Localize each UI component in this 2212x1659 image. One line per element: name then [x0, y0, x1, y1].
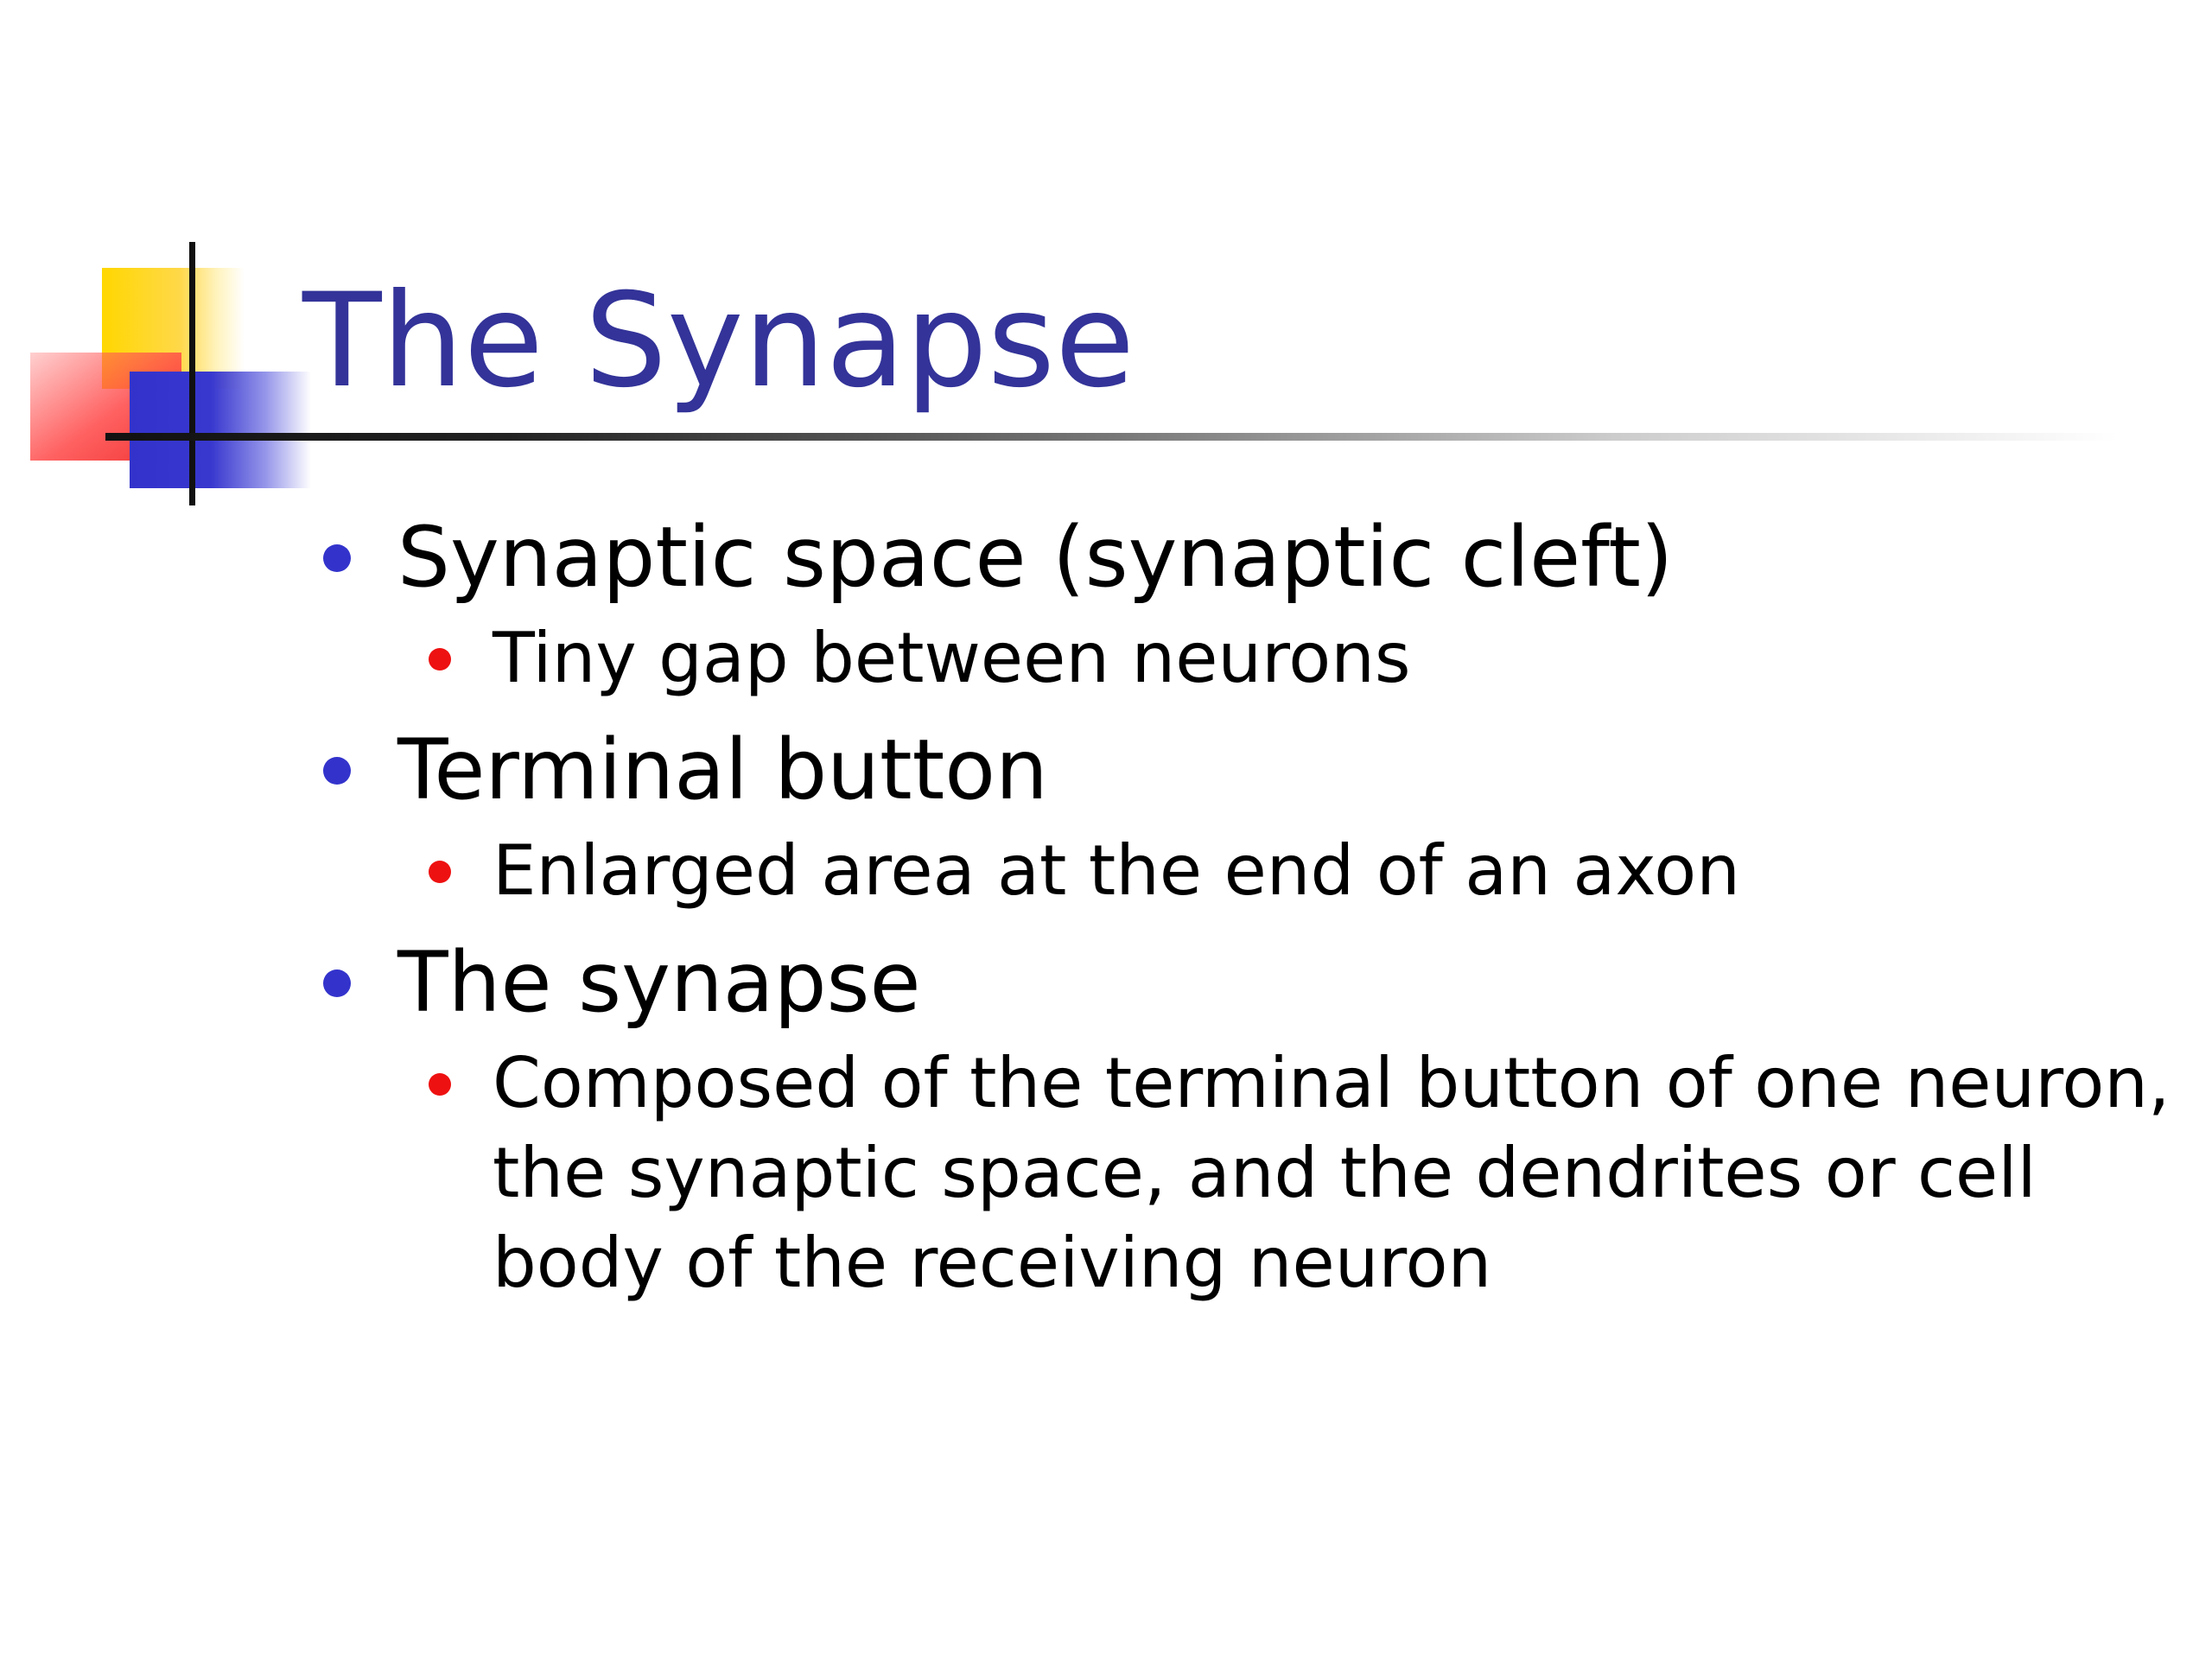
bullet-item: Synaptic space (synaptic cleft) — [311, 501, 2169, 613]
bullet-text: The synapse — [397, 934, 921, 1031]
bullet-text: Terminal button — [397, 721, 1048, 818]
decorative-logo — [26, 242, 320, 510]
sub-bullet-dot-icon — [429, 861, 451, 883]
sub-bullet-dot-icon — [429, 648, 451, 671]
bullet-dot-icon — [323, 757, 351, 785]
bullet-text: Synaptic space (synaptic cleft) — [397, 509, 1674, 606]
sub-bullet-item: Tiny gap between neurons — [311, 613, 2169, 703]
sub-bullet-dot-icon — [429, 1073, 451, 1096]
bullet-dot-icon — [323, 544, 351, 572]
title-underline — [105, 433, 2119, 441]
decorative-vertical-line — [189, 242, 195, 505]
bullet-dot-icon — [323, 969, 351, 997]
slide-title: The Synapse — [302, 266, 1135, 416]
sub-bullet-text: Enlarged area at the end of an axon — [493, 830, 1740, 911]
sub-bullet-text: Composed of the terminal button of one n… — [493, 1043, 2171, 1303]
bullet-item: The synapse — [311, 926, 2169, 1039]
sub-bullet-text: Tiny gap between neurons — [493, 618, 1411, 698]
sub-bullet-item: Enlarged area at the end of an axon — [311, 826, 2169, 916]
decorative-blue-square — [130, 372, 311, 488]
bullet-item: Terminal button — [311, 714, 2169, 826]
slide-body: Synaptic space (synaptic cleft) Tiny gap… — [311, 501, 2170, 1313]
sub-bullet-item: Composed of the terminal button of one n… — [311, 1039, 2170, 1308]
